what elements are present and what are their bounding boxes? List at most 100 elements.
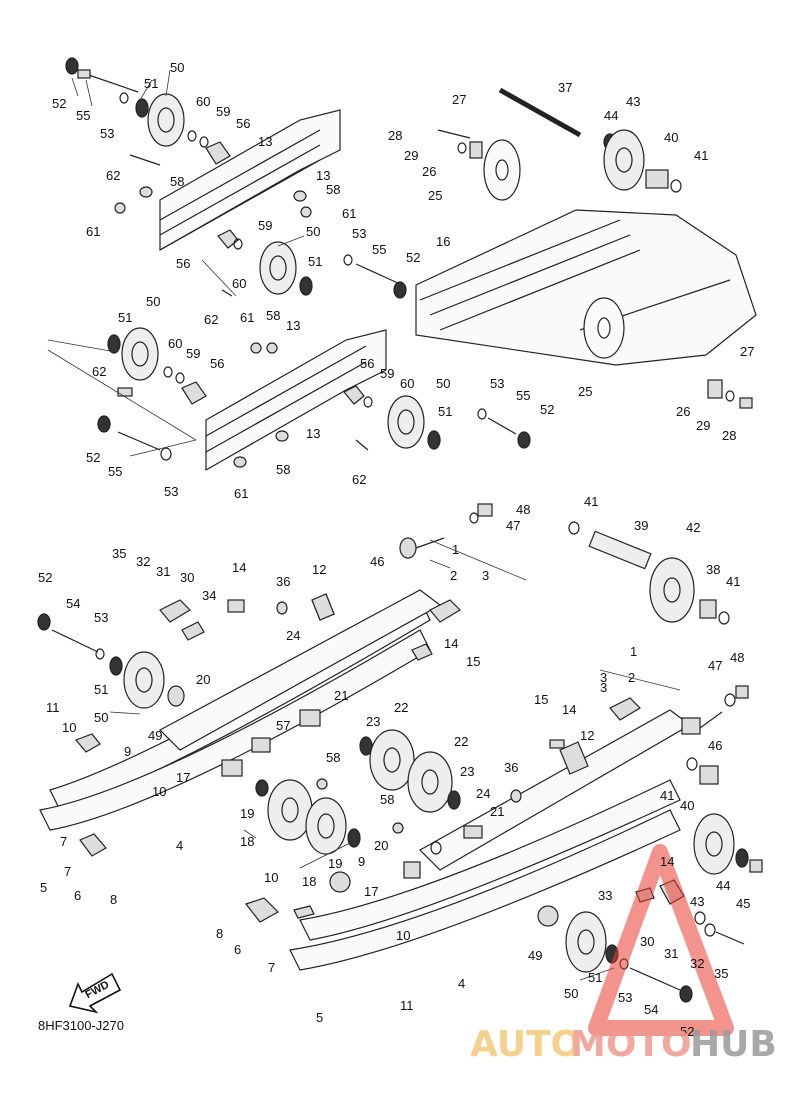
part-label: 58 xyxy=(380,792,394,807)
part-label: 50 xyxy=(564,986,578,1001)
part-label: 51 xyxy=(588,970,602,985)
part-label: 44 xyxy=(604,108,618,123)
part-label: 9 xyxy=(358,854,365,869)
part-label: 58 xyxy=(326,750,340,765)
fwd-arrow-icon xyxy=(68,972,122,1014)
part-label: 38 xyxy=(706,562,720,577)
part-label: 27 xyxy=(740,344,754,359)
part-label: 5 xyxy=(40,880,47,895)
part-label: 48 xyxy=(516,502,530,517)
part-label: 4 xyxy=(458,976,465,991)
part-label: 46 xyxy=(370,554,384,569)
part-label: 3 xyxy=(600,680,607,695)
part-label: 20 xyxy=(374,838,388,853)
part-label: 60 xyxy=(400,376,414,391)
part-label: 54 xyxy=(66,596,80,611)
part-label: 11 xyxy=(400,998,414,1013)
part-label: 23 xyxy=(366,714,380,729)
part-label: 10 xyxy=(396,928,410,943)
part-label: 14 xyxy=(660,854,674,869)
part-label: 50 xyxy=(94,710,108,725)
part-label: 10 xyxy=(264,870,278,885)
part-label: 11 xyxy=(46,700,60,715)
part-label: 60 xyxy=(232,276,246,291)
part-label: 46 xyxy=(708,738,722,753)
part-label: 32 xyxy=(136,554,150,569)
part-label: 61 xyxy=(234,486,248,501)
part-label: 62 xyxy=(204,312,218,327)
part-label: 53 xyxy=(164,484,178,499)
part-label: 29 xyxy=(696,418,710,433)
part-label: 13 xyxy=(316,168,330,183)
part-label: 53 xyxy=(94,610,108,625)
part-label: 28 xyxy=(388,128,402,143)
part-label: 62 xyxy=(352,472,366,487)
part-label: 43 xyxy=(690,894,704,909)
part-label: 50 xyxy=(306,224,320,239)
part-label: 5 xyxy=(316,1010,323,1025)
part-label: 56 xyxy=(176,256,190,271)
part-label: 47 xyxy=(506,518,520,533)
watermark-hub: HUB xyxy=(690,1024,777,1065)
part-label: 31 xyxy=(156,564,170,579)
part-label: 31 xyxy=(664,946,678,961)
part-label: 10 xyxy=(152,784,166,799)
part-label: 10 xyxy=(62,720,76,735)
part-label: 1 xyxy=(452,542,459,557)
part-label: 15 xyxy=(534,692,548,707)
part-label: 56 xyxy=(360,356,374,371)
part-label: 13 xyxy=(306,426,320,441)
part-label: 26 xyxy=(422,164,436,179)
part-label: 49 xyxy=(148,728,162,743)
left-skid-frame xyxy=(37,589,442,923)
part-label: 53 xyxy=(352,226,366,241)
part-label: 12 xyxy=(580,728,594,743)
part-label: 12 xyxy=(312,562,326,577)
part-label: 21 xyxy=(490,804,504,819)
part-label: 25 xyxy=(578,384,592,399)
part-label: 59 xyxy=(380,366,394,381)
part-label: 9 xyxy=(124,744,131,759)
part-label: 26 xyxy=(676,404,690,419)
watermark-triangle-icon xyxy=(588,844,734,1036)
part-label: 23 xyxy=(460,764,474,779)
part-label: 28 xyxy=(722,428,736,443)
part-label: 60 xyxy=(168,336,182,351)
part-label: 21 xyxy=(334,688,348,703)
part-label: 16 xyxy=(436,234,450,249)
part-label: 50 xyxy=(146,294,160,309)
part-label: 58 xyxy=(276,462,290,477)
part-label: 54 xyxy=(644,1002,658,1017)
part-label: 62 xyxy=(92,364,106,379)
part-label: 8 xyxy=(110,892,117,907)
part-label: 22 xyxy=(394,700,408,715)
part-label: 37 xyxy=(558,80,572,95)
part-label: 55 xyxy=(108,464,122,479)
part-label: 33 xyxy=(598,888,612,903)
part-label: 52 xyxy=(38,570,52,585)
part-label: 20 xyxy=(196,672,210,687)
part-label: 7 xyxy=(64,864,71,879)
part-label: 61 xyxy=(240,310,254,325)
part-label: 39 xyxy=(634,518,648,533)
part-label: 51 xyxy=(118,310,132,325)
part-label: 50 xyxy=(170,60,184,75)
part-label: 14 xyxy=(232,560,246,575)
part-label: 7 xyxy=(60,834,67,849)
part-label: 24 xyxy=(286,628,300,643)
part-label: 13 xyxy=(258,134,272,149)
diagram-code: 8HF3100-J270 xyxy=(38,1018,124,1033)
part-label: 14 xyxy=(562,702,576,717)
part-label: 49 xyxy=(528,948,542,963)
part-label: 35 xyxy=(112,546,126,561)
part-label: 35 xyxy=(714,966,728,981)
part-label: 58 xyxy=(170,174,184,189)
part-label: 3 xyxy=(482,568,489,583)
part-label: 19 xyxy=(328,856,342,871)
part-label: 42 xyxy=(686,520,700,535)
part-label: 53 xyxy=(618,990,632,1005)
part-label: 55 xyxy=(516,388,530,403)
part-label: 52 xyxy=(86,450,100,465)
part-label: 50 xyxy=(436,376,450,391)
